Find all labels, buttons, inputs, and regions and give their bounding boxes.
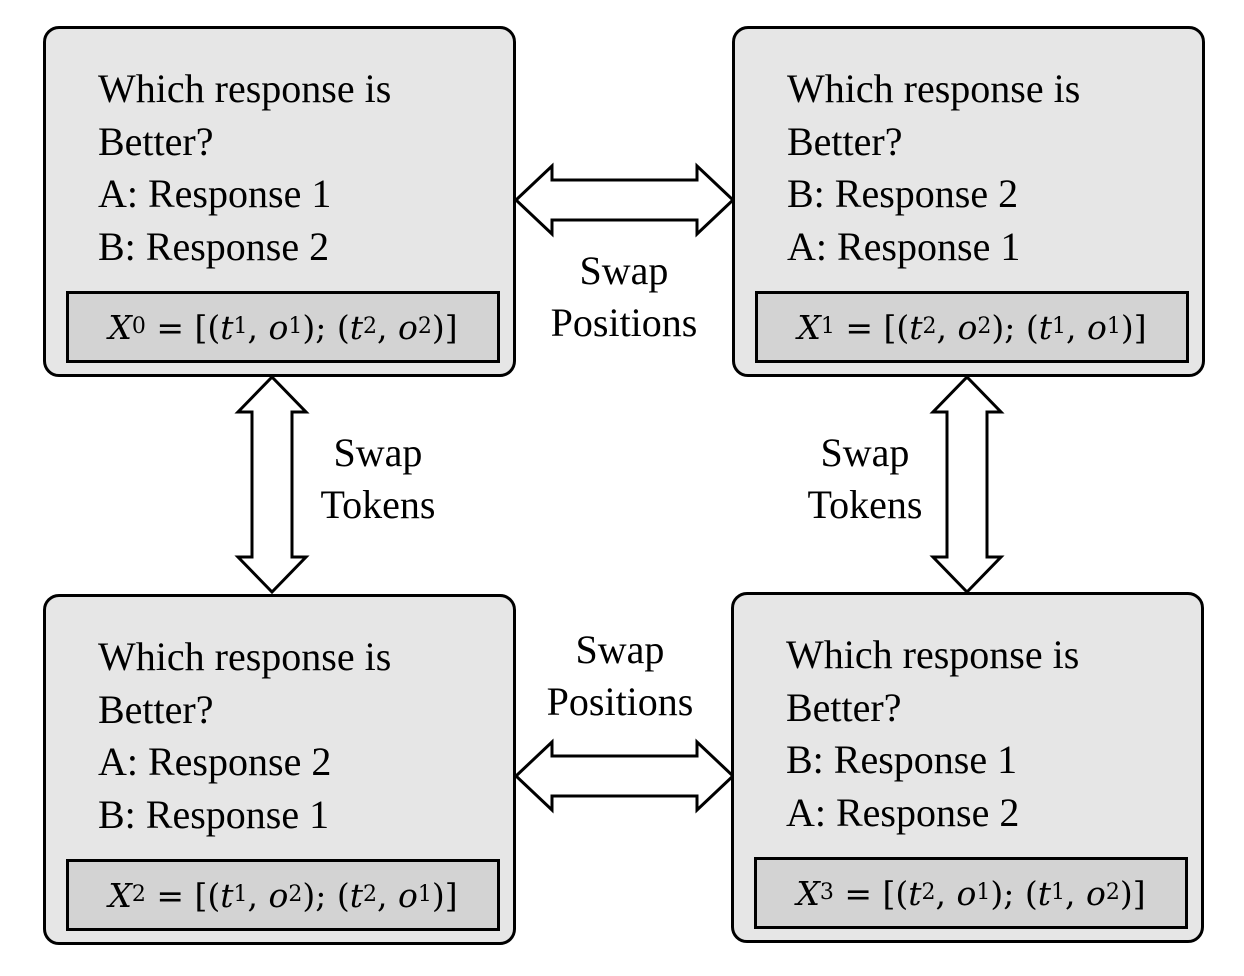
panel-text: Which response is Better? B: Response 1 … [786,629,1079,839]
panel-top-left: Which response is Better? A: Response 1 … [43,26,516,377]
option-line: A: Response 2 [786,789,1020,835]
option-line: A: Response 2 [98,739,332,784]
option-line: B: Response 1 [98,791,330,837]
question-line: Which response is [787,66,1081,111]
swap-positions-arrow-bottom [513,738,736,814]
swap-positions-arrow-top [513,162,736,238]
question-line: Better? [786,684,902,730]
option-line: B: Response 1 [786,737,1018,782]
question-line: Better? [98,686,214,732]
option-line: B: Response 2 [98,223,330,269]
question-line: Better? [98,118,214,164]
option-line: B: Response 2 [787,171,1019,216]
panel-text: Which response is Better? A: Response 2 … [98,631,391,841]
question-line: Better? [787,118,903,164]
question-line: Which response is [98,66,392,111]
panel-text: Which response is Better? B: Response 2 … [787,63,1080,273]
panel-text: Which response is Better? A: Response 1 … [98,63,391,273]
option-line: A: Response 1 [787,223,1021,269]
panel-top-right: Which response is Better? B: Response 2 … [732,26,1205,377]
option-line: A: Response 1 [98,171,332,216]
swap-tokens-arrow-right [929,374,1005,595]
panel-bottom-left: Which response is Better? A: Response 2 … [43,594,516,945]
question-line: Which response is [786,632,1080,677]
question-line: Which response is [98,634,392,679]
swap-tokens-arrow-left [234,374,310,595]
panel-bottom-right: Which response is Better? B: Response 1 … [731,592,1204,943]
